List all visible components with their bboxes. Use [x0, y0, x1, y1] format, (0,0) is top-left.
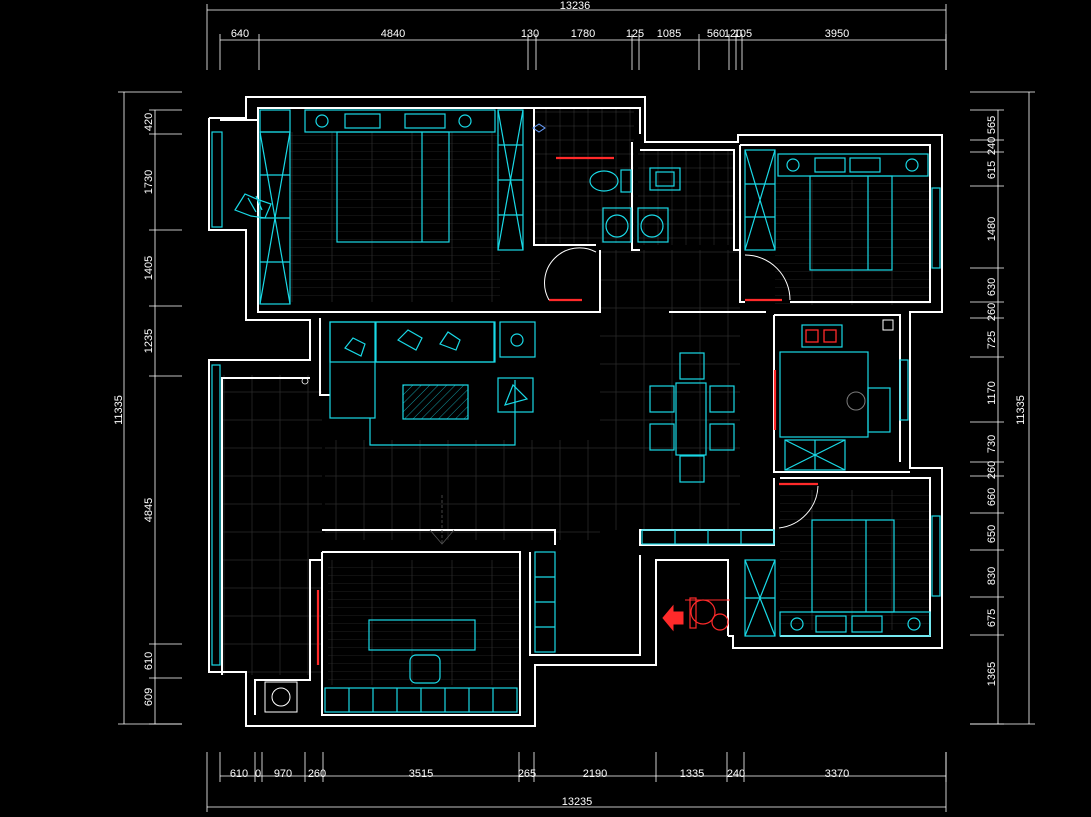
right-dim-8: 1170 — [986, 381, 998, 405]
washbasin-icon — [602, 207, 632, 243]
bottom-dim-9: 240 — [727, 768, 745, 780]
right-dim-15: 1365 — [986, 662, 998, 686]
left-dim-6: 610 — [143, 652, 155, 670]
bottom-dim-4: 260 — [308, 768, 326, 780]
washbasin-icon — [637, 207, 669, 243]
dining-table-icon — [649, 352, 735, 483]
bottom-dim-1: 610 — [230, 768, 248, 780]
dining-area — [641, 352, 775, 545]
top-dim-2: 4840 — [381, 28, 405, 40]
bed-icon — [304, 109, 496, 243]
kitchen — [779, 319, 909, 471]
bottom-dim-7: 2190 — [583, 768, 607, 780]
left-dim-1: 420 — [143, 113, 155, 131]
master-bedroom — [259, 109, 524, 305]
top-dim-8: 120 — [724, 28, 742, 40]
left-total-label: 11335 — [113, 395, 125, 425]
bed-icon — [777, 153, 929, 271]
bedroom-3 — [744, 515, 941, 637]
toilet-icon — [589, 169, 632, 193]
balcony-top-left — [211, 131, 272, 228]
entry-arrow-icon — [662, 604, 684, 632]
bottom-dim-2: 0 — [255, 768, 261, 780]
right-dim-14: 675 — [986, 609, 998, 627]
right-dim-5: 630 — [986, 278, 998, 296]
top-dim-5: 125 — [626, 28, 644, 40]
left-dim-5: 4845 — [143, 498, 155, 522]
bottom-dim-5: 3515 — [409, 768, 433, 780]
top-dim-10: 3950 — [825, 28, 849, 40]
right-dim-12: 650 — [986, 525, 998, 543]
top-dim-9: 105 — [734, 28, 752, 40]
left-dim-4: 1235 — [143, 329, 155, 353]
office-chair — [409, 654, 441, 684]
right-dim-9: 730 — [986, 435, 998, 453]
left-dim-3: 1405 — [143, 256, 155, 280]
right-dim-4: 1480 — [986, 217, 998, 241]
shower-icon — [532, 123, 546, 133]
top-dim-4: 1780 — [571, 28, 595, 40]
top-dim-6: 1085 — [657, 28, 681, 40]
shoe-cabinet — [685, 597, 730, 631]
study — [324, 551, 556, 713]
living-room — [301, 321, 536, 545]
top-dim-7: 560 — [707, 28, 725, 40]
top-total-label: 13236 — [560, 0, 591, 12]
sofa-icon — [329, 321, 496, 419]
floor-fills — [222, 108, 930, 685]
top-dim-3: 130 — [521, 28, 539, 40]
stove-icon — [801, 324, 843, 348]
desk — [368, 619, 476, 651]
right-dim-3: 615 — [986, 161, 998, 179]
left-dim-7: 609 — [143, 688, 155, 706]
bathroom-1 — [532, 123, 632, 243]
dimension-labels: 13236 640 4840 130 1780 125 1085 560 120… — [113, 0, 1027, 808]
bottom-dim-10: 3370 — [825, 768, 849, 780]
entry — [662, 597, 730, 632]
right-dim-11: 660 — [986, 488, 998, 506]
bottom-dim-6: 265 — [518, 768, 536, 780]
right-dim-7: 725 — [986, 331, 998, 349]
right-total-label: 11335 — [1015, 395, 1027, 425]
bed-icon — [779, 519, 931, 637]
bedroom-2 — [744, 149, 941, 271]
top-dim-1: 640 — [231, 28, 249, 40]
right-dim-10: 260 — [986, 461, 998, 479]
right-dim-2: 240 — [986, 137, 998, 155]
bottom-dim-8: 1335 — [680, 768, 704, 780]
right-dim-13: 830 — [986, 567, 998, 585]
chair-icon — [234, 193, 272, 219]
left-dim-2: 1730 — [143, 170, 155, 194]
dimension-lines — [118, 4, 1035, 812]
bottom-dim-3: 970 — [274, 768, 292, 780]
doors — [316, 156, 819, 665]
right-dim-6: 260 — [986, 303, 998, 321]
bathroom-2 — [637, 167, 681, 243]
right-dim-1: 565 — [986, 116, 998, 134]
laundry — [211, 364, 298, 713]
bottom-total-label: 13235 — [562, 796, 593, 808]
washing-machine-icon — [264, 681, 298, 713]
coffee-table — [402, 384, 469, 420]
